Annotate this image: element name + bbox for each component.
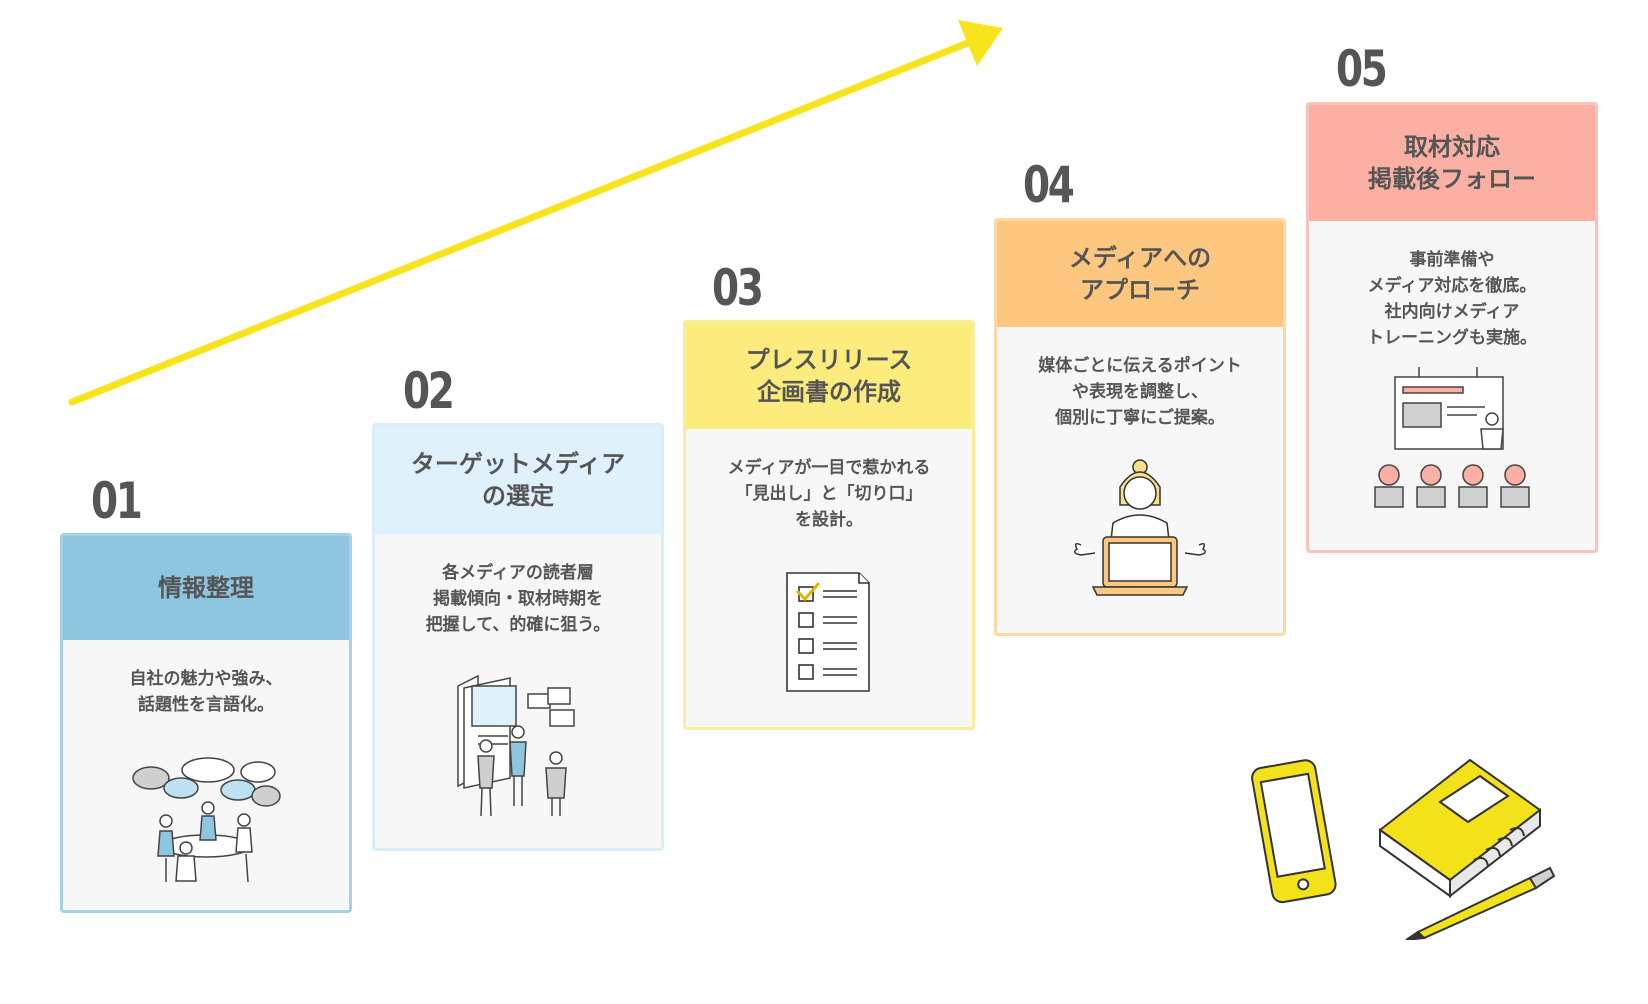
step-card-01: 情報整理 自社の魅力や強み、 話題性を言語化。 (60, 533, 352, 913)
laptop-presenter-icon (1074, 459, 1206, 596)
checklist-icon (786, 572, 870, 692)
step-description: 事前準備や メディア対応を徹底。 社内向けメディア トレーニングも実施。 (1367, 250, 1537, 348)
step-number-02: 02 (403, 362, 455, 420)
step-title: ターゲットメディア の選定 (375, 426, 661, 534)
step-title: メディアへの アプローチ (997, 221, 1283, 327)
training-seminar-icon (1374, 367, 1530, 508)
meeting-icon (132, 757, 281, 883)
step-card-03: プレスリリース 企画書の作成 メディアが一目で惹かれる 「見出し」と「切り口」 … (683, 320, 975, 730)
step-card-04: メディアへの アプローチ 媒体ごとに伝えるポイント や表現を調整し、 個別に丁寧… (994, 218, 1286, 636)
research-board-icon (457, 674, 575, 817)
step-number-01: 01 (91, 472, 143, 530)
step-number-04: 04 (1023, 156, 1075, 214)
smartphone-icon (1251, 759, 1337, 904)
step-title: プレスリリース 企画書の作成 (686, 323, 972, 429)
step-description: 媒体ごとに伝えるポイント や表現を調整し、 個別に丁寧にご提案。 (1038, 356, 1242, 428)
step-description: 自社の魅力や強み、 話題性を言語化。 (129, 669, 283, 715)
step-title: 取材対応 掲載後フォロー (1309, 105, 1595, 221)
step-number-05: 05 (1336, 40, 1388, 98)
step-description: メディアが一目で惹かれる 「見出し」と「切り口」 を設計。 (727, 458, 931, 530)
step-title: 情報整理 (63, 536, 349, 640)
pen-icon (1405, 866, 1556, 940)
notebook-icon (1378, 758, 1556, 940)
step-card-05: 取材対応 掲載後フォロー 事前準備や メディア対応を徹底。 社内向けメディア ト… (1306, 102, 1598, 553)
step-number-03: 03 (712, 259, 764, 317)
step-card-02: ターゲットメディア の選定 各メディアの読者層 掲載傾向・取材時期を 把握して、… (372, 423, 664, 851)
step-description: 各メディアの読者層 掲載傾向・取材時期を 把握して、的確に狙う。 (425, 563, 611, 635)
